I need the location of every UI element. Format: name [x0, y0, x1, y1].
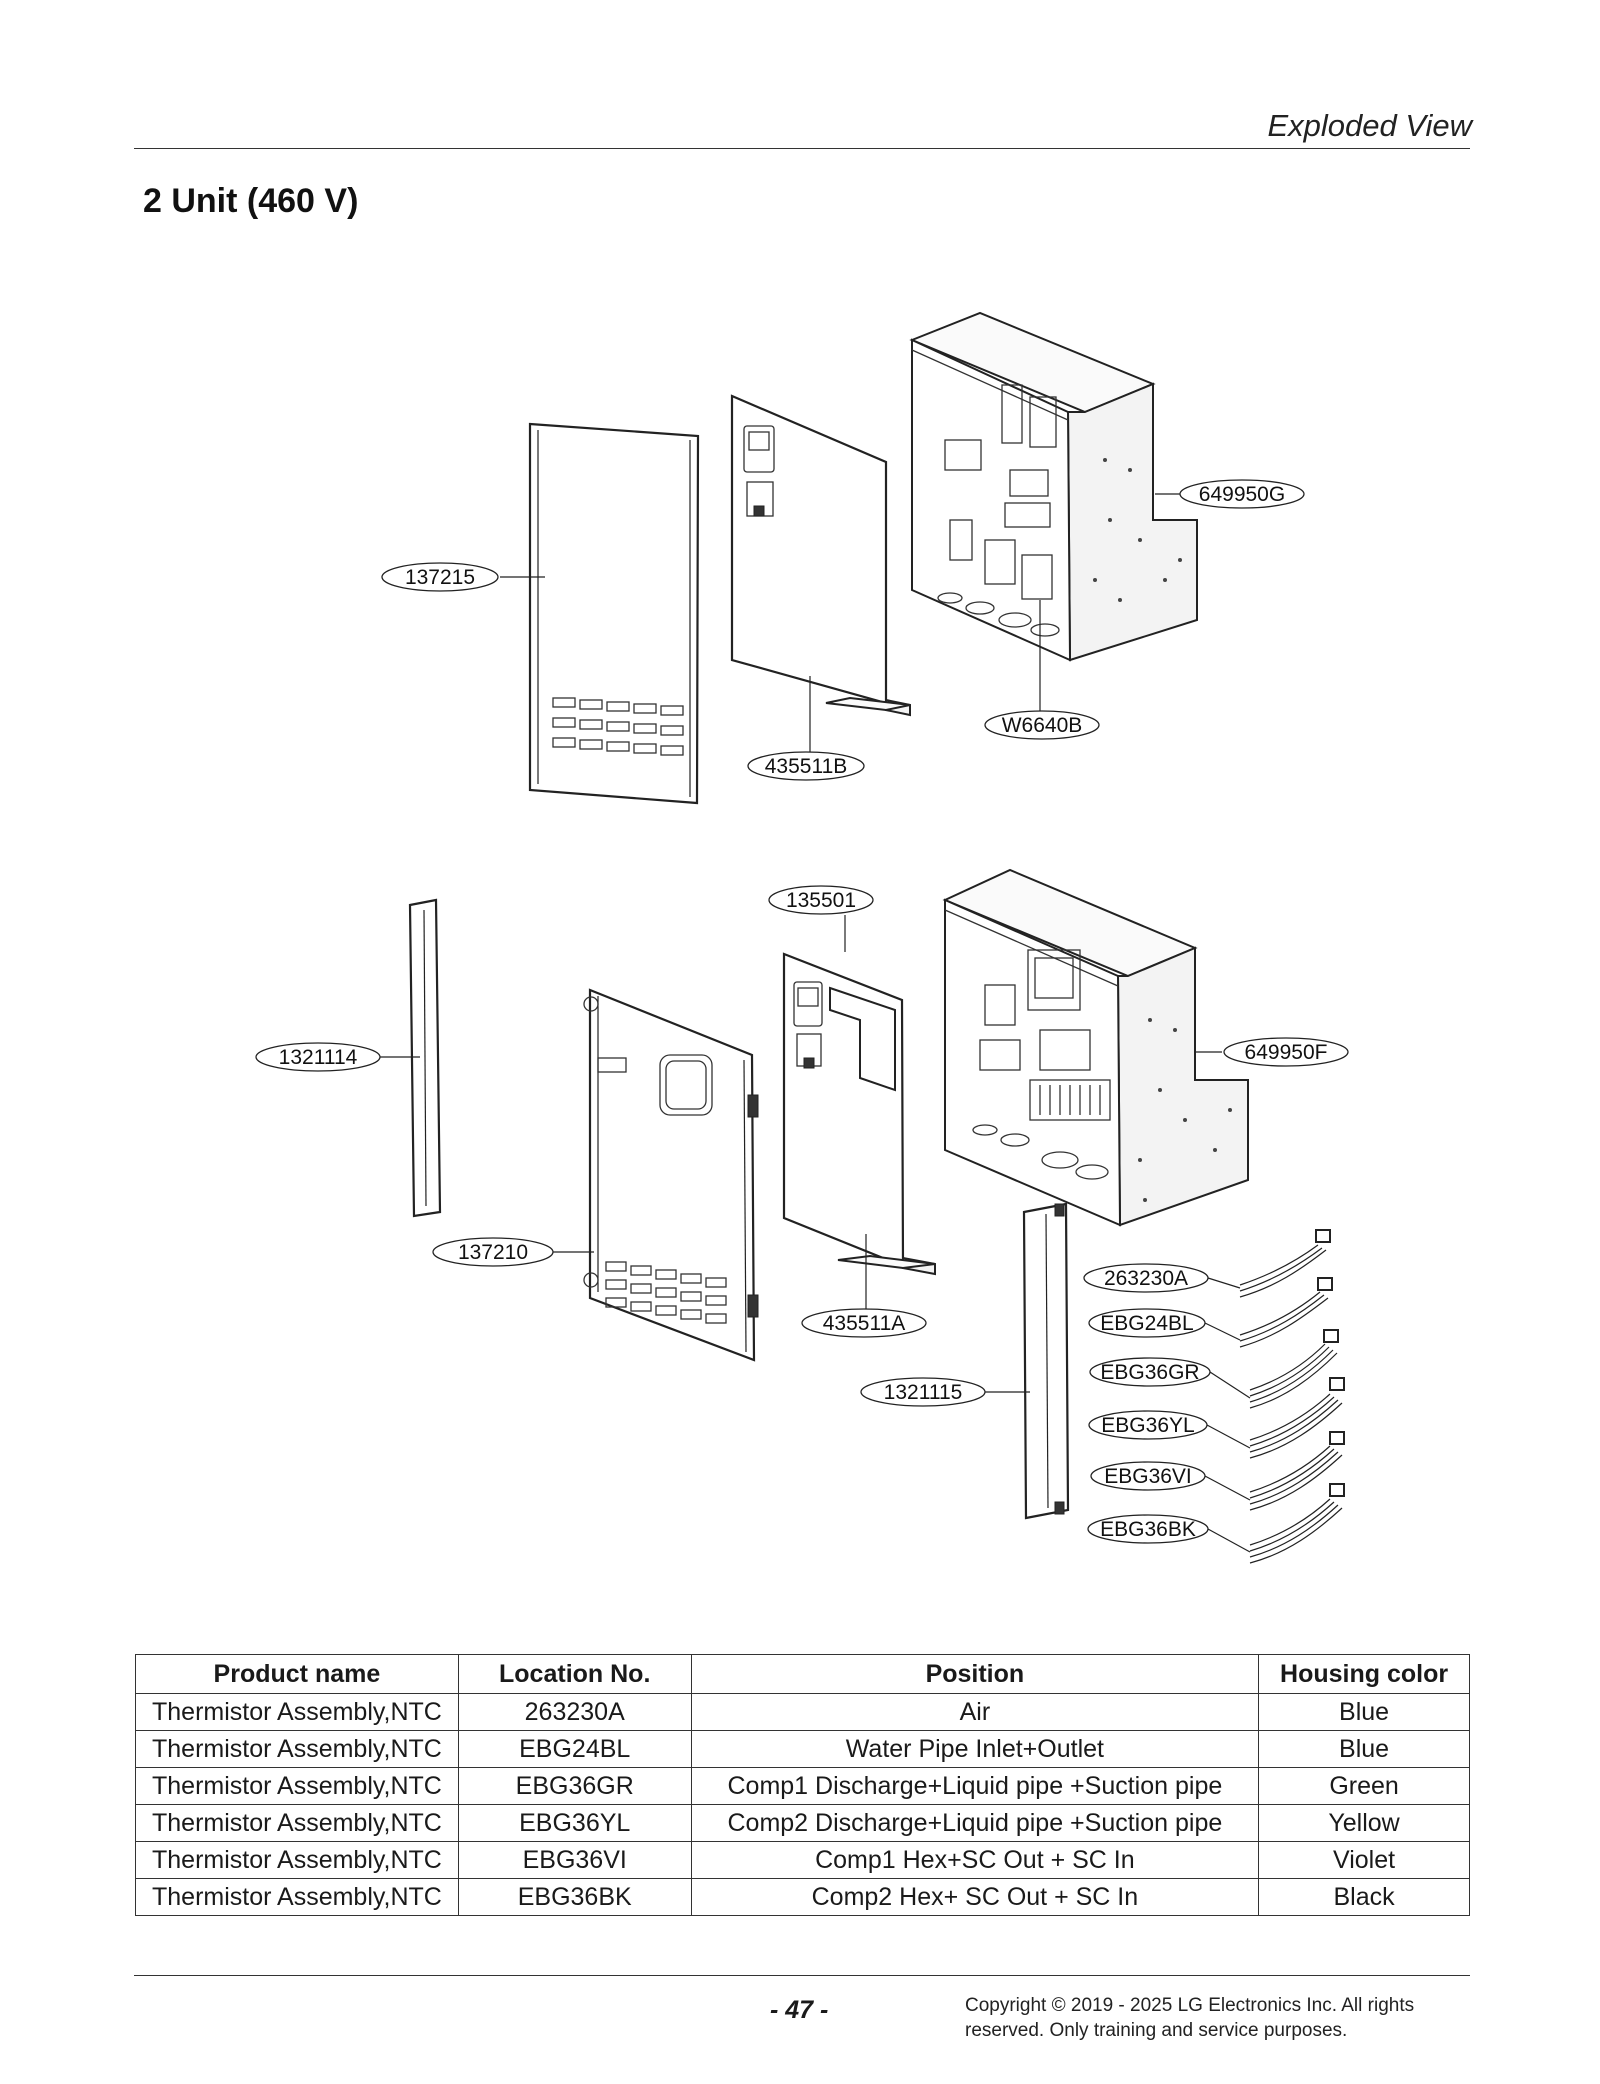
cell-product-name: Thermistor Assembly,NTC	[135, 1730, 459, 1768]
table-row: Thermistor Assembly,NTC EBG36YL Comp2 Di…	[135, 1804, 1470, 1842]
cell-position: Comp1 Discharge+Liquid pipe +Suction pip…	[690, 1767, 1260, 1805]
cell-product-name: Thermistor Assembly,NTC	[135, 1841, 459, 1879]
cell-product-name: Thermistor Assembly,NTC	[135, 1693, 459, 1731]
label-W6640B: W6640B	[1002, 714, 1083, 737]
table-row: Thermistor Assembly,NTC 263230A Air Blue	[135, 1693, 1470, 1731]
label-137215: 137215	[405, 566, 475, 589]
header-title: Exploded View	[1267, 108, 1472, 143]
label-649950F: 649950F	[1245, 1041, 1328, 1064]
label-1321115: 1321115	[884, 1381, 963, 1404]
label-263230A: 263230A	[1104, 1267, 1188, 1290]
cell-position: Comp2 Discharge+Liquid pipe +Suction pip…	[690, 1804, 1260, 1842]
exploded-view-diagram: 137215 435511B W6640B 649950G	[255, 311, 1349, 1564]
header-divider	[134, 148, 1470, 149]
thermistor-parts-table: Product name Location No. Position Housi…	[135, 1654, 1470, 1916]
label-435511A: 435511A	[823, 1312, 906, 1335]
label-135501: 135501	[786, 889, 856, 912]
side-post-1321114	[408, 898, 442, 1218]
section-title: 2 Unit (460 V)	[143, 182, 359, 220]
cell-location-no: EBG36GR	[457, 1767, 692, 1805]
cell-housing-color: Green	[1258, 1767, 1470, 1805]
inner-panel-435511A	[782, 952, 936, 1276]
label-EBG36GR: EBG36GR	[1100, 1361, 1199, 1384]
label-EBG36YL: EBG36YL	[1101, 1414, 1194, 1437]
inner-panel-435511B	[730, 394, 911, 717]
side-post-1321115	[1022, 1202, 1070, 1520]
label-1321114: 1321114	[279, 1046, 358, 1069]
column-header-housing-color: Housing color	[1258, 1654, 1470, 1694]
cell-location-no: EBG24BL	[457, 1730, 692, 1768]
cell-housing-color: Blue	[1258, 1693, 1470, 1731]
label-EBG36VI: EBG36VI	[1104, 1465, 1192, 1488]
unit-box-649950G	[909, 311, 1198, 662]
table-header-row: Product name Location No. Position Housi…	[135, 1654, 1470, 1694]
label-137210: 137210	[458, 1241, 528, 1264]
cell-location-no: EBG36VI	[457, 1841, 692, 1879]
page-number: - 47 -	[770, 1996, 829, 2024]
label-EBG36BK: EBG36BK	[1100, 1518, 1196, 1541]
label-649950G: 649950G	[1199, 483, 1285, 506]
copyright-line-2: reserved. Only training and service purp…	[965, 2020, 1348, 2041]
table-row: Thermistor Assembly,NTC EBG24BL Water Pi…	[135, 1730, 1470, 1768]
table-row: Thermistor Assembly,NTC EBG36GR Comp1 Di…	[135, 1767, 1470, 1805]
cell-position: Comp1 Hex+SC Out + SC In	[690, 1841, 1260, 1879]
label-EBG24BL: EBG24BL	[1100, 1312, 1193, 1335]
copyright-line-1: Copyright © 2019 - 2025 LG Electronics I…	[965, 1995, 1415, 2016]
footer-divider	[134, 1975, 1470, 1976]
cell-product-name: Thermistor Assembly,NTC	[135, 1767, 459, 1805]
cell-position: Air	[690, 1693, 1260, 1731]
cell-position: Water Pipe Inlet+Outlet	[690, 1730, 1260, 1768]
cell-location-no: EBG36BK	[457, 1878, 692, 1916]
cell-location-no: 263230A	[457, 1693, 692, 1731]
cell-position: Comp2 Hex+ SC Out + SC In	[690, 1878, 1260, 1916]
cell-location-no: EBG36YL	[457, 1804, 692, 1842]
column-header-location-no: Location No.	[457, 1654, 692, 1694]
table-row: Thermistor Assembly,NTC EBG36BK Comp2 He…	[135, 1878, 1470, 1916]
cell-housing-color: Blue	[1258, 1730, 1470, 1768]
label-435511B: 435511B	[765, 755, 848, 778]
table-row: Thermistor Assembly,NTC EBG36VI Comp1 He…	[135, 1841, 1470, 1879]
cell-product-name: Thermistor Assembly,NTC	[135, 1878, 459, 1916]
unit-box-649950F	[942, 868, 1249, 1227]
cell-housing-color: Violet	[1258, 1841, 1470, 1879]
copyright-notice: Copyright © 2019 - 2025 LG Electronics I…	[965, 1993, 1435, 2043]
cell-housing-color: Black	[1258, 1878, 1470, 1916]
column-header-position: Position	[690, 1654, 1260, 1694]
column-header-product-name: Product name	[135, 1654, 459, 1694]
cell-product-name: Thermistor Assembly,NTC	[135, 1804, 459, 1842]
front-door-137210	[583, 988, 759, 1362]
thermistor-harnesses	[1239, 1229, 1345, 1564]
cell-housing-color: Yellow	[1258, 1804, 1470, 1842]
front-panel-137215	[528, 422, 700, 805]
